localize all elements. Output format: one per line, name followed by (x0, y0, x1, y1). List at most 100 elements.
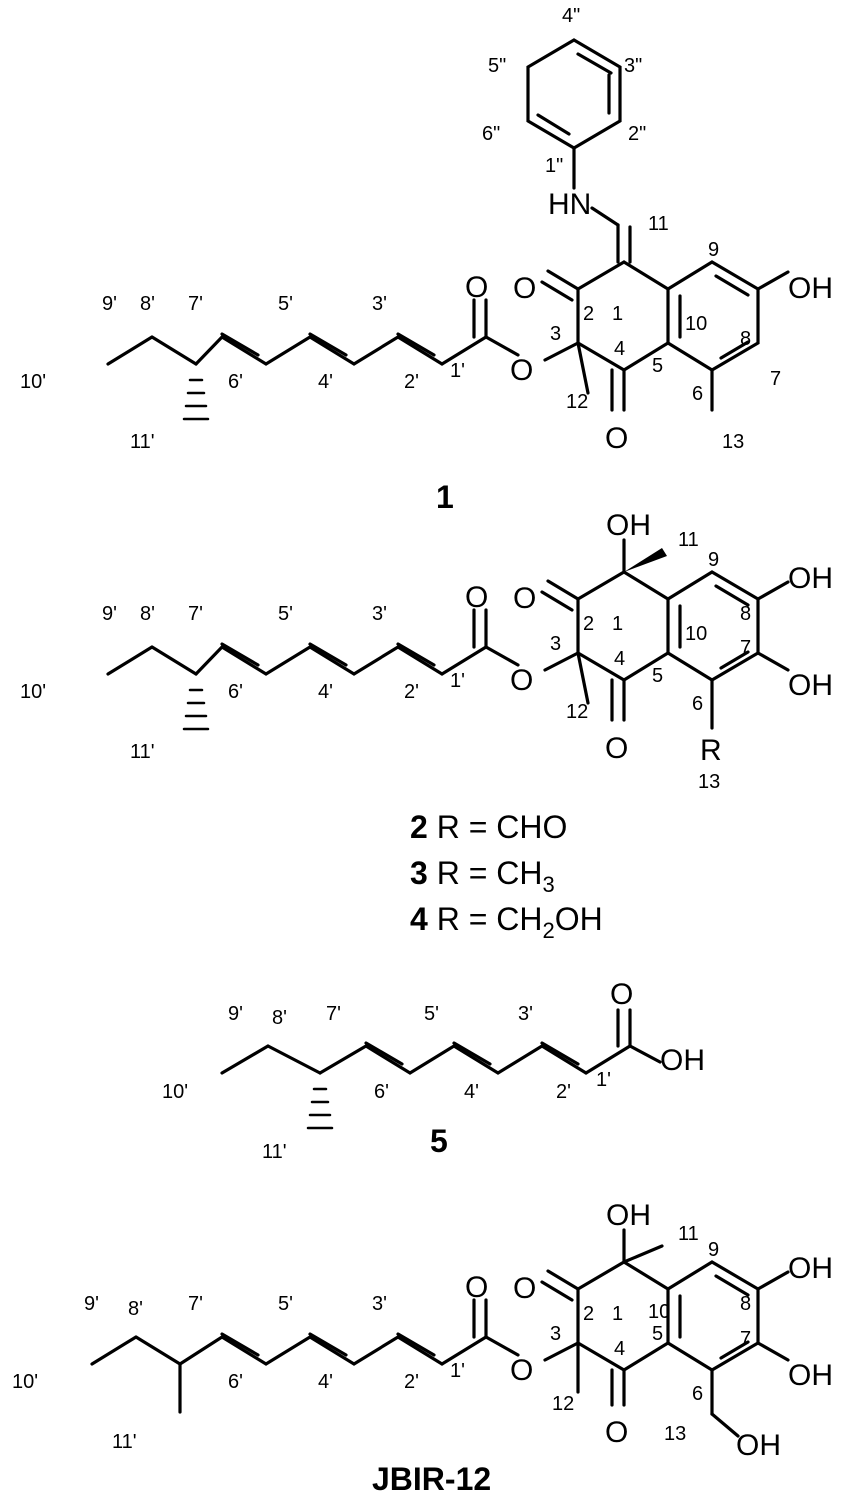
compound-label: 5 (430, 1123, 448, 1159)
label-8p: 8' (140, 603, 155, 625)
label-8p: 8' (128, 1298, 143, 1320)
atom-o-ester: O (510, 354, 533, 387)
label-3: 3 (550, 323, 561, 345)
label-11p: 11' (112, 1431, 137, 1453)
label-12: 12 (566, 701, 588, 723)
label-9p: 9' (228, 1003, 243, 1025)
compound-label: 3 (410, 855, 428, 891)
atom-o-carbonyl: O (465, 581, 488, 614)
label-11: 11 (678, 529, 699, 551)
label-10: 10 (685, 313, 707, 335)
label-5: 5 (652, 665, 663, 687)
label-4p: 4' (464, 1081, 479, 1103)
label-1: 1 (612, 303, 623, 325)
label-6: 6 (692, 1383, 703, 1405)
label-1p: 1' (596, 1069, 611, 1091)
substituent-text: R = CH (428, 901, 543, 937)
label-8p: 8' (140, 293, 155, 315)
label-7p: 7' (188, 603, 203, 625)
label-9p: 9' (84, 1293, 99, 1315)
label-10: 10 (685, 623, 707, 645)
atom-o-ketone-4: O (605, 732, 628, 765)
atom-o-ketone-2: O (513, 1272, 536, 1305)
label-10p: 10' (12, 1371, 38, 1393)
label-7: 7 (740, 637, 751, 659)
atom-oh-13: OH (736, 1429, 781, 1462)
atom-o-carbonyl: O (465, 1271, 488, 1304)
label-11: 11 (648, 213, 669, 235)
compound-jbir12-structure: OH O O OH OH OH O O 11 9 1 2 10 8 7 3 4 … (12, 1199, 833, 1497)
atom-o-ketone-4: O (605, 1416, 628, 1449)
substituent-tail: OH (555, 901, 603, 937)
label-5p: 5' (424, 1003, 439, 1025)
label-12: 12 (566, 391, 588, 413)
label-5pp: 5" (488, 55, 506, 77)
label-7: 7 (740, 1328, 751, 1350)
label-4pp: 4" (562, 5, 580, 27)
label-4p: 4' (318, 681, 333, 703)
atom-oh-1: OH (606, 1199, 651, 1232)
compound-label: 1 (436, 479, 454, 515)
label-6: 6 (692, 383, 703, 405)
label-9p: 9' (102, 603, 117, 625)
atom-o-ketone-4: O (605, 422, 628, 455)
label-2: 2 (583, 303, 594, 325)
atom-r: R (700, 734, 722, 767)
label-5: 5 (652, 355, 663, 377)
label-4p: 4' (318, 371, 333, 393)
label-8: 8 (740, 1293, 751, 1315)
label-1: 1 (612, 1303, 623, 1325)
label-9p: 9' (102, 293, 117, 315)
label-5: 5 (652, 1323, 663, 1345)
label-1p: 1' (450, 670, 465, 692)
atom-oh-acid: OH (660, 1044, 705, 1077)
label-11p: 11' (130, 741, 155, 763)
atom-o-ester: O (510, 1354, 533, 1387)
atom-oh-8: OH (788, 272, 833, 305)
label-11: 11 (678, 1223, 699, 1245)
substituent-text: R = CH (428, 855, 543, 891)
label-3p: 3' (372, 603, 387, 625)
substituent-subscript: 2 (542, 918, 554, 943)
label-2: 2 (583, 1303, 594, 1325)
label-2p: 2' (404, 1371, 419, 1393)
compound-label: 2 (410, 809, 428, 845)
label-7: 7 (770, 368, 781, 390)
phenyl-ring (526, 38, 622, 150)
label-2p: 2' (404, 681, 419, 703)
label-1p: 1' (450, 360, 465, 382)
label-7p: 7' (326, 1003, 341, 1025)
label-4: 4 (614, 648, 625, 670)
atom-oh-8: OH (788, 562, 833, 595)
label-11p: 11' (130, 431, 155, 453)
atom-oh-7: OH (788, 1359, 833, 1392)
label-5p: 5' (278, 293, 293, 315)
label-3p: 3' (518, 1003, 533, 1025)
substituent-subscript: 3 (542, 872, 554, 897)
compound-label: JBIR-12 (372, 1461, 491, 1497)
label-3p: 3' (372, 293, 387, 315)
label-8: 8 (740, 328, 751, 350)
atom-o-carbonyl: O (465, 271, 488, 304)
label-6p: 6' (228, 1371, 243, 1393)
label-9: 9 (708, 239, 719, 261)
label-5p: 5' (278, 603, 293, 625)
label-6pp: 6" (482, 123, 500, 145)
substituent-legend-2: 2 R = CHO (410, 809, 567, 845)
label-2p: 2' (556, 1081, 571, 1103)
atom-o-ketone-2: O (513, 272, 536, 305)
hashed-bond (306, 1087, 334, 1130)
label-10p: 10' (20, 681, 46, 703)
atom-o-carbonyl: O (610, 978, 633, 1011)
compound-label: 4 (410, 901, 428, 937)
label-11p: 11' (262, 1141, 287, 1163)
label-2p: 2' (404, 371, 419, 393)
label-3p: 3' (372, 1293, 387, 1315)
label-3: 3 (550, 633, 561, 655)
label-3pp: 3" (624, 55, 642, 77)
atom-oh-8: OH (788, 1252, 833, 1285)
atom-o-ketone-2: O (513, 582, 536, 615)
label-4p: 4' (318, 1371, 333, 1393)
label-1pp: 1" (545, 155, 563, 177)
